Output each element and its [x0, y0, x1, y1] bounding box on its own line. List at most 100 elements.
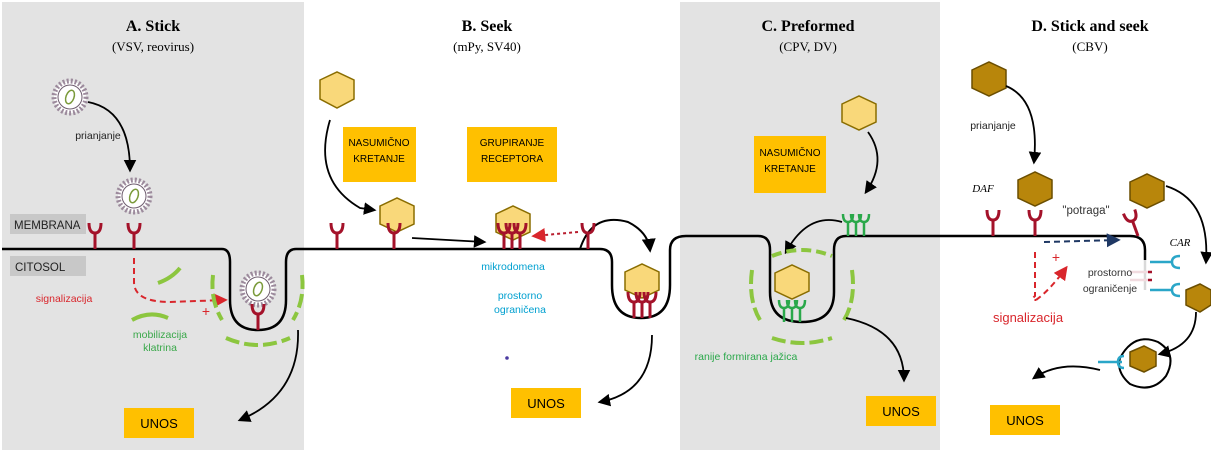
- cbv-virus-icon: [1017, 171, 1053, 207]
- daf-receptor-icon: [985, 208, 1001, 238]
- uptake-box-c: [866, 396, 936, 426]
- attachment-arrow-a: [87, 101, 137, 173]
- random-move-label-c-line2: KRETANJE: [764, 164, 816, 175]
- uptake-arrow-a: [237, 329, 299, 422]
- panel-b-title: B. Seek: [462, 18, 513, 35]
- clathrin-piece: [131, 312, 169, 322]
- clathrin-label-line2: klatrina: [143, 342, 177, 354]
- virus-hexagon-icon: [624, 263, 660, 299]
- endocytic-vesicle-d: [1118, 338, 1172, 389]
- microdomain-label: mikrodomena: [481, 261, 545, 273]
- seek-to-car-arrow: [1165, 185, 1211, 265]
- uptake-box-a: [124, 408, 194, 438]
- random-move-label-c-line1: NASUMIČNO: [759, 146, 820, 159]
- receptor-icon: [329, 221, 345, 251]
- lateral-movement-arrow: [411, 235, 487, 248]
- attachment-label-d: prianjanje: [970, 120, 1016, 132]
- signaling-line-d: [1031, 252, 1037, 301]
- car-receptor-icon: [1170, 254, 1181, 270]
- receptor-cluster-label-line1: GRUPIRANJE: [480, 138, 545, 149]
- panel-b-curve-arrow: [579, 218, 656, 253]
- daf-receptor-icon: [1027, 208, 1043, 238]
- clathrin-coat-bottom: [225, 336, 291, 347]
- vsv-virus-attached-icon: [118, 180, 150, 212]
- move-to-pit-arrow: [784, 219, 843, 255]
- uptake-arrow-d: [1031, 365, 1101, 380]
- signaling-arrow-d: [1035, 265, 1068, 301]
- preformed-coat-right: [842, 269, 855, 322]
- virus-hexagon-icon: [841, 95, 877, 131]
- signaling-label-a: signalizacija: [36, 293, 93, 305]
- random-move-arrow-b: [324, 119, 377, 215]
- membrane-label: MEMBRANA: [14, 220, 81, 232]
- plus-sign-d: +: [1052, 249, 1060, 265]
- clathrin-coat-left: [210, 274, 224, 322]
- panel-d-title: D. Stick and seek: [1031, 18, 1148, 35]
- signaling-arrow-a: [133, 258, 228, 308]
- uptake-label-d: UNOS: [1006, 413, 1044, 428]
- clathrin-label-line1: mobilizacija: [133, 329, 187, 341]
- uptake-arrow-b: [597, 334, 653, 407]
- panel-a-subtitle: (VSV, reovirus): [112, 39, 194, 54]
- uptake-box-d: [990, 405, 1060, 435]
- seek-label: "potraga": [1062, 205, 1109, 217]
- cytosol-label: CITOSOL: [15, 262, 66, 274]
- cbv-virus-icon: [1129, 173, 1165, 209]
- preformed-pit-label: ranije formirana jažica: [695, 351, 798, 363]
- membrane-label-box: [10, 214, 86, 234]
- uptake-box-b: [511, 388, 581, 418]
- clathrin-piece: [157, 266, 182, 285]
- panel-a-title: A. Stick: [126, 18, 180, 35]
- uptake-label-b: UNOS: [527, 396, 565, 411]
- spatial-limit-label-d-line2: ograničenje: [1083, 283, 1137, 295]
- panel-d-subtitle: (CBV): [1072, 39, 1107, 54]
- seek-arrow: [1043, 233, 1121, 248]
- panel-c-subtitle: (CPV, DV): [779, 39, 837, 54]
- panel-c-title: C. Preformed: [762, 18, 855, 35]
- plus-sign-a: +: [202, 303, 210, 319]
- signaling-label-d: signalizacija: [993, 310, 1064, 325]
- preformed-coat-top: [771, 248, 833, 258]
- spatial-limit-label-d-line1: prostorno: [1088, 267, 1133, 279]
- cbv-virus-icon: [1185, 283, 1211, 313]
- receptor-cluster-box: [467, 127, 557, 182]
- receptor-icon: [642, 290, 658, 320]
- car-receptor-icon: [1170, 282, 1181, 298]
- cell-membrane: [2, 234, 1147, 332]
- spatial-limited-label-line2: ograničena: [494, 304, 546, 316]
- receptor-icon: [580, 221, 596, 251]
- uptake-label-a: UNOS: [140, 416, 178, 431]
- vsv-virus-icon: [54, 81, 86, 113]
- vsv-virus-internalizing-icon: [242, 273, 274, 305]
- uptake-label-c: UNOS: [882, 404, 920, 419]
- preformed-coat-left: [749, 269, 762, 322]
- receptor-cluster-label-line2: RECEPTORA: [481, 154, 543, 165]
- attachment-label-a: prianjanje: [75, 130, 121, 142]
- daf-receptor-icon: [1121, 208, 1146, 240]
- panel-b-subtitle: (mPy, SV40): [453, 39, 521, 54]
- clathrin-coat-right: [291, 274, 305, 322]
- cytosol-label-box: [10, 256, 86, 276]
- car-receptor-icon: [1116, 354, 1125, 370]
- uptake-arrow-c: [845, 317, 911, 383]
- random-move-box-b: [343, 127, 416, 182]
- dot-marker: [505, 356, 509, 360]
- spatial-limited-label-line1: prostorno: [498, 290, 543, 302]
- random-move-box-c: [754, 136, 826, 193]
- receptor-recruit-arrow: [531, 228, 579, 242]
- attachment-arrow-d: [1005, 85, 1042, 165]
- preformed-coat-bottom: [771, 336, 833, 345]
- receptor-icon: [626, 290, 642, 320]
- virus-hexagon-icon: [379, 197, 415, 233]
- virus-hexagon-icon: [319, 71, 355, 109]
- cbv-virus-icon: [1129, 345, 1157, 373]
- car-label: CAR: [1170, 237, 1191, 249]
- internalization-arrow-d: [1157, 311, 1197, 358]
- cbv-virus-icon: [971, 61, 1007, 97]
- random-move-arrow-c: [864, 131, 879, 195]
- spatial-limit-box: [1074, 260, 1148, 300]
- random-move-label-b-line2: KRETANJE: [353, 154, 405, 165]
- daf-label: DAF: [971, 183, 994, 195]
